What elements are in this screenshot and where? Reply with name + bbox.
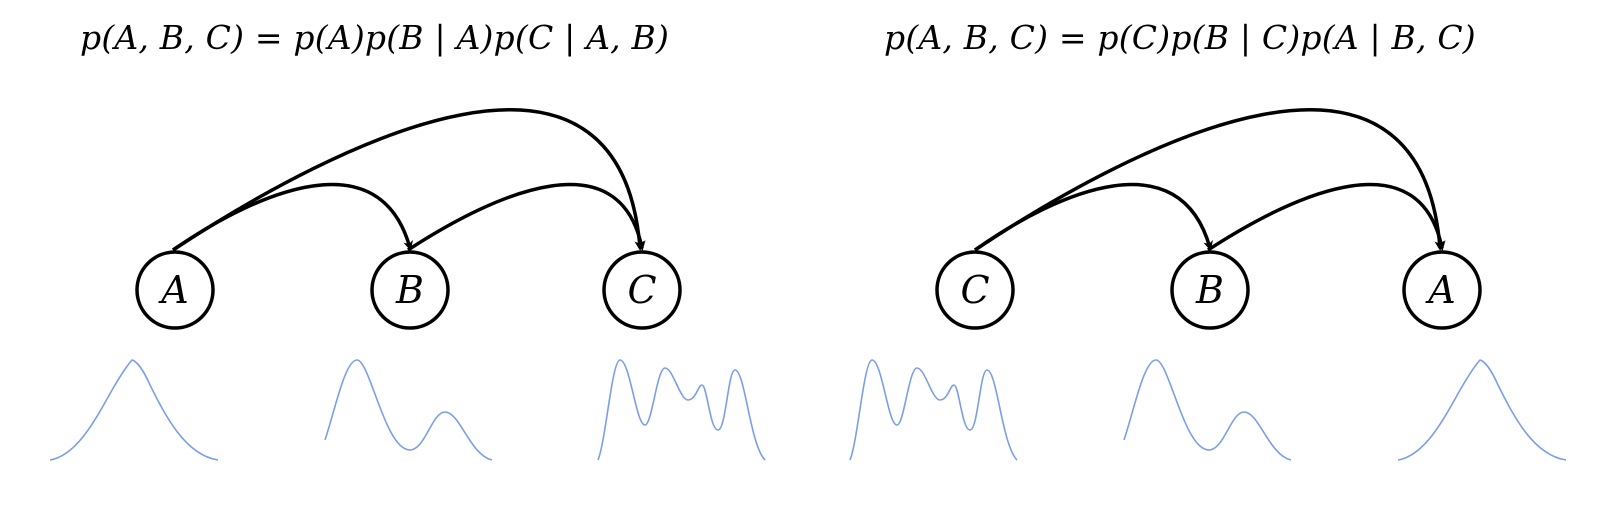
left-network: A B C — [49, 108, 766, 461]
node-label: B — [1195, 268, 1224, 312]
node-left-3: C — [602, 250, 682, 330]
edge-right-1-to-2 — [973, 182, 1213, 252]
density-curve-unimodal — [1397, 359, 1567, 461]
node-left-1: A — [135, 250, 215, 330]
edge-left-2-to-3 — [407, 182, 646, 252]
node-label: A — [1425, 268, 1455, 312]
edge-right-1-to-3 — [974, 108, 1445, 252]
node-left-2: B — [370, 250, 450, 330]
density-curve-multimodal — [597, 359, 766, 461]
formula-left: p(A, B, C) = p(A)p(B | A)p(C | A, B) — [80, 18, 670, 57]
right-network: C B A — [849, 108, 1567, 461]
node-label: B — [395, 268, 424, 312]
node-label: C — [960, 268, 989, 312]
node-right-3: A — [1402, 250, 1482, 330]
edge-left-1-to-2 — [172, 182, 413, 252]
formula-right: p(A, B, C) = p(C)p(B | C)p(A | B, C) — [884, 18, 1476, 57]
density-curve-bimodal — [324, 359, 493, 461]
density-curve-multimodal — [849, 359, 1018, 461]
density-curve-unimodal — [49, 359, 219, 461]
node-right-2: B — [1170, 250, 1250, 330]
density-curve-bimodal — [1123, 359, 1292, 461]
node-right-1: C — [935, 250, 1015, 330]
node-label: C — [627, 268, 656, 312]
edge-left-1-to-3 — [172, 108, 645, 252]
edge-right-2-to-3 — [1207, 182, 1446, 252]
node-label: A — [158, 268, 188, 312]
